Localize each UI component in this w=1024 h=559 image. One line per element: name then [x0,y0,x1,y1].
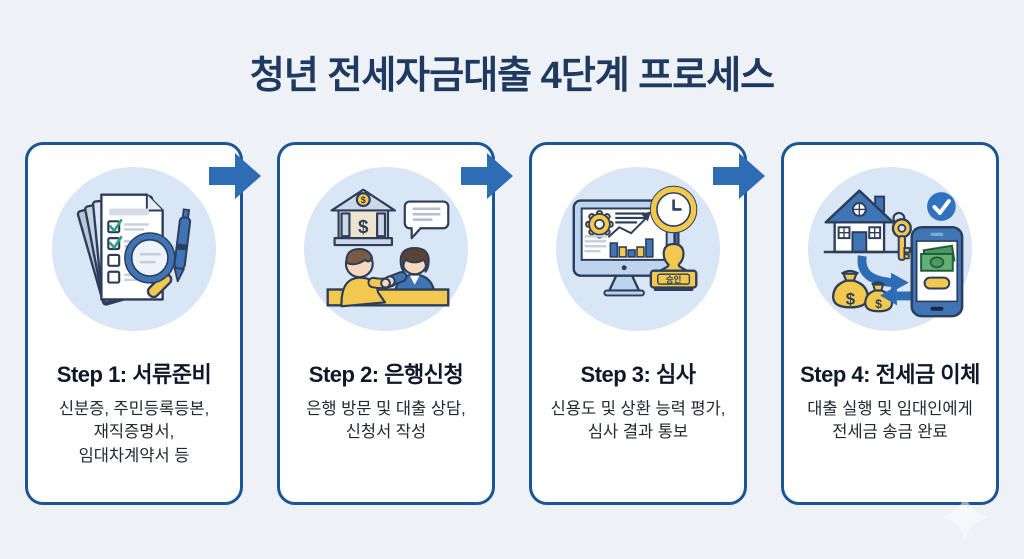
flow-arrow-3 [713,150,765,202]
page-title: 청년 전세자금대출 4단계 프로세스 [249,55,775,97]
right-arrow-icon [713,153,765,199]
gear-icon [585,210,614,239]
house-icon [823,189,900,254]
check-circle-icon [927,192,956,221]
step-2-title: Step 2: 은행신청 [308,362,464,387]
step-1-illustration [50,165,218,333]
step-3-illustration: 승인 [554,165,722,333]
pen-icon [173,208,192,283]
transfer-arrow-left [896,291,915,301]
documents-magnifier-icon [51,166,217,332]
step-4-title: Step 4: 전세금 이체 [800,362,980,387]
bank-icon [330,188,396,247]
step-2-illustration: $ $ [302,165,470,333]
flow-arrow-1 [209,150,261,202]
key-icon [891,211,912,261]
step-1-description: 신분증, 주민등록등본, 재직증명서, 임대차계약서 등 [58,400,210,465]
bank-dollar-symbol: $ [358,216,369,237]
sparkle-watermark-icon [936,488,994,546]
flow-arrow-2 [461,150,513,202]
step-4-description: 대출 실행 및 임대인에게 전세금 송금 완료 [807,400,973,442]
step-3-description: 신용도 및 상환 능력 평가, 심사 결과 통보 [550,400,726,442]
approval-stamp-icon: 승인 [649,242,698,291]
step-3-title: Step 3: 심사 [580,362,696,387]
step-4-illustration: $ $ [806,165,974,333]
bar-chart-icon [609,238,654,258]
house-transfer-icon: $ $ [807,166,973,332]
bank-consultation-icon: $ $ [303,166,469,332]
steps-row: Step 1: 서류준비 신분증, 주민등록등본, 재직증명서, 임대차계약서 … [25,142,999,505]
pay-button [923,276,951,290]
step-1-title: Step 1: 서류준비 [56,362,212,387]
money-bills-icon [920,244,956,272]
speech-bubble-icon [403,200,450,240]
stamp-label: 승인 [666,275,682,285]
bag-dollar-large: $ [846,289,856,308]
right-arrow-icon [461,153,513,199]
step-2-description: 은행 방문 및 대출 상담, 신청서 작성 [306,400,466,442]
step-2-card: $ $ [277,142,495,505]
phone-icon [910,226,964,318]
step-1-card: Step 1: 서류준비 신분증, 주민등록등본, 재직증명서, 임대차계약서 … [25,142,243,505]
step-4-card: $ $ Step 4: 전세금 이체 대출 실행 및 임대인에게 전세금 송금 … [781,142,999,505]
right-arrow-icon [209,153,261,199]
bank-coin-symbol: $ [361,195,366,205]
step-3-card: 승인 Step 3: 심사 신용도 및 상환 능력 평가, 심사 결과 통보 [529,142,747,505]
handshake-icon [367,270,408,290]
screening-approval-icon: 승인 [555,166,721,332]
clock-icon [649,185,698,234]
bag-dollar-small: $ [875,297,882,311]
transfer-arrow-curved [857,255,894,288]
